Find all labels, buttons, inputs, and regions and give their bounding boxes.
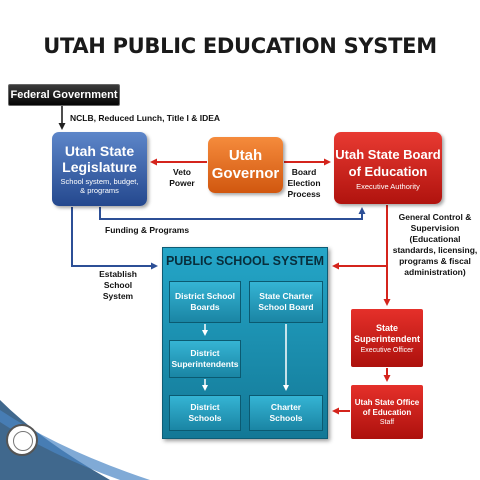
establish-line2: School — [103, 280, 133, 290]
veto-power-label: Veto Power — [160, 167, 204, 189]
superintendent-sub: Executive Officer — [360, 346, 414, 354]
pss-title: PUBLIC SCHOOL SYSTEM — [165, 254, 325, 268]
general-control-label: General Control & Supervision (Education… — [392, 212, 478, 278]
district-schools-line2: Schools — [188, 413, 222, 423]
legislature-sub2: & programs — [80, 186, 119, 195]
superintendents-line1: District — [190, 348, 220, 358]
governor-line1: Utah — [228, 147, 263, 164]
establish-label: Establish School System — [94, 269, 142, 302]
seal-logo-icon — [6, 424, 38, 456]
charter-board-line2: School Board — [258, 302, 314, 312]
decorative-swoosh — [0, 400, 150, 480]
control-line5: programs & fiscal — [399, 256, 471, 266]
board-sub: Executive Authority — [356, 181, 420, 191]
charter-schools-line1: Charter — [270, 402, 302, 412]
district-boards-line2: Boards — [190, 302, 220, 312]
governor-box: Utah Governor — [208, 137, 283, 193]
office-sub: Staff — [379, 419, 395, 426]
veto-line1: Veto — [173, 167, 191, 177]
legislature-sub1: School system, budget, — [60, 177, 139, 186]
superintendent-line1: State — [375, 322, 398, 333]
pss-inner-arrows — [202, 324, 289, 391]
charter-board-line1: State Charter — [259, 291, 313, 301]
control-line4: standards, licensing, — [392, 245, 478, 255]
state-board-box: Utah State Board of Education Executive … — [334, 132, 442, 204]
election-line3: Process — [287, 189, 321, 199]
state-superintendent-box: State Superintendent Executive Officer — [351, 309, 423, 367]
control-line2: Supervision — [410, 223, 460, 233]
page-title: UTAH PUBLIC EDUCATION SYSTEM — [43, 34, 437, 58]
establish-line1: Establish — [99, 269, 137, 279]
district-schools-line1: District — [190, 402, 220, 412]
election-label: Board Election Process — [281, 167, 327, 200]
board-line2: of Education — [348, 163, 428, 179]
funding-label: Funding & Programs — [105, 225, 190, 235]
charter-schools-line2: Schools — [269, 413, 303, 423]
superintendent-line2: Superintendent — [353, 333, 420, 344]
district-school-boards-box: District School Boards — [169, 281, 241, 323]
establish-line3: System — [102, 291, 134, 301]
governor-line2: Governor — [211, 165, 280, 182]
district-boards-line1: District School — [175, 291, 235, 301]
district-schools-box: District Schools — [169, 395, 241, 431]
legislature-box: Utah State Legislature School system, bu… — [52, 132, 147, 206]
district-superintendents-box: District Superintendents — [169, 340, 241, 378]
public-school-system-box: PUBLIC SCHOOL SYSTEM District School Boa… — [162, 247, 328, 439]
superintendents-line2: Superintendents — [171, 359, 239, 369]
legislature-line2: Legislature — [62, 159, 137, 175]
state-office-box: Utah State Office of Education Staff — [351, 385, 423, 439]
federal-government-label: Federal Government — [10, 89, 118, 101]
veto-line2: Power — [169, 178, 195, 188]
charter-school-board-box: State Charter School Board — [249, 281, 323, 323]
charter-schools-box: Charter Schools — [249, 395, 323, 431]
federal-government-box: Federal Government — [8, 84, 120, 106]
federal-note: NCLB, Reduced Lunch, Title I & IDEA — [70, 113, 221, 123]
election-line1: Board — [291, 167, 317, 177]
control-line3: (Educational — [409, 234, 461, 244]
office-line2: of Education — [362, 408, 412, 417]
legislature-line1: Utah State — [64, 143, 135, 159]
control-line1: General Control & — [398, 212, 472, 222]
board-line1: Utah State Board — [335, 146, 441, 162]
office-line1: Utah State Office — [354, 398, 420, 407]
election-line2: Election — [287, 178, 321, 188]
control-line6: administration) — [404, 267, 466, 277]
